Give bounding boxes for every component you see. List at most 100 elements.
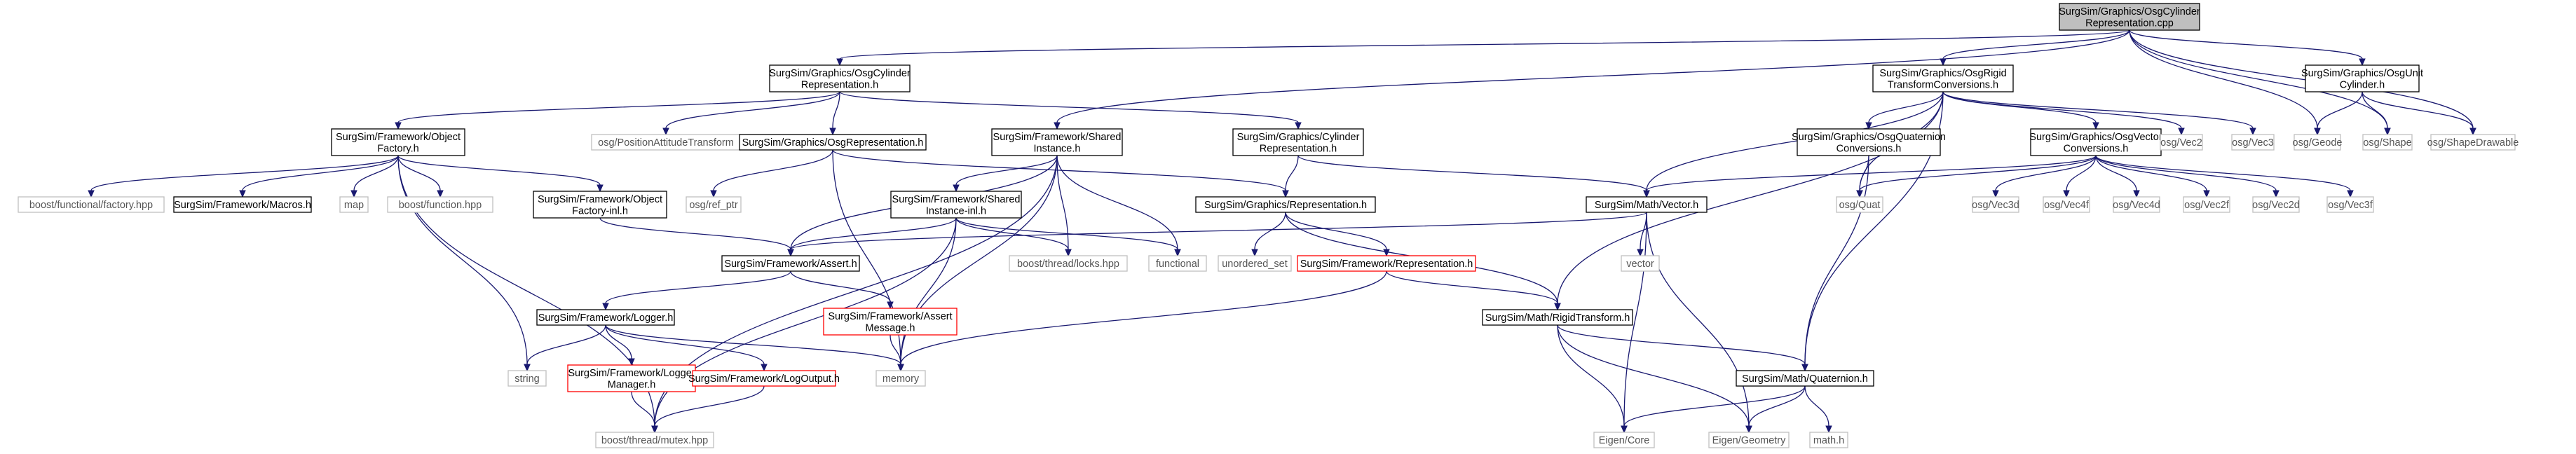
edge-line: [1386, 270, 1558, 304]
edge-arrowhead: [710, 190, 717, 198]
node-label: boost/thread/mutex.hpp: [601, 435, 708, 446]
edge-root-to-cylrep: [836, 29, 2130, 67]
node-box: [1297, 255, 1476, 272]
edge-line: [832, 91, 840, 129]
node-label: Representation.cpp: [2085, 18, 2174, 29]
node-eigencore: Eigen/Core: [1593, 432, 1655, 448]
node-osgrep[interactable]: SurgSim/Graphics/OsgRepresentation.h: [739, 134, 927, 151]
node-mathvec[interactable]: SurgSim/Math/Vector.h: [1586, 196, 1708, 213]
edge-unitcyl-to-shape: [2362, 91, 2391, 136]
node-box: [721, 255, 860, 272]
node-label: Conversions.h: [2064, 143, 2129, 154]
node-box: [1836, 196, 1883, 213]
node-fwrep[interactable]: SurgSim/Framework/Representation.h: [1297, 255, 1476, 272]
node-vec3f: osg/Vec3f: [2326, 196, 2374, 213]
node-rigidconv[interactable]: SurgSim/Graphics/OsgRigidTransformConver…: [1872, 64, 2014, 92]
edge-osgrep-to-graphrep: [832, 149, 1289, 198]
node-label: vector: [1626, 259, 1654, 270]
node-graphrep[interactable]: SurgSim/Graphics/Representation.h: [1195, 196, 1376, 213]
edge-root-to-geode: [2129, 29, 2321, 136]
node-label: SurgSim/Graphics/OsgRepresentation.h: [742, 137, 924, 149]
node-mathh: math.h: [1809, 432, 1848, 448]
node-assert[interactable]: SurgSim/Framework/Assert.h: [721, 255, 860, 272]
edge-rigidtf-to-eigencore: [1557, 324, 1628, 434]
node-label: Representation.h: [1260, 143, 1337, 154]
node-box: [1009, 255, 1128, 272]
node-functional: functional: [1148, 255, 1207, 272]
node-graphcyl[interactable]: SurgSim/Graphics/CylinderRepresentation.…: [1232, 128, 1364, 156]
edge-line: [955, 217, 1069, 250]
edge-rigidtf-to-eigengeom: [1557, 324, 1752, 434]
node-box: [2113, 196, 2160, 213]
edge-mathquat-to-mathh: [1804, 385, 1832, 434]
node-label: Instance.h: [1034, 143, 1081, 154]
node-rigidtf[interactable]: SurgSim/Math/RigidTransform.h: [1482, 309, 1633, 326]
edge-arrowhead: [1856, 190, 1863, 198]
node-root[interactable]: SurgSim/Graphics/OsgCylinderRepresentati…: [2059, 3, 2200, 31]
edge-arrowhead: [597, 184, 604, 193]
edge-arrowhead: [2133, 190, 2140, 198]
node-label: osg/Vec2f: [2184, 200, 2230, 211]
edge-line: [654, 385, 765, 427]
edge-objfactoryinl-to-assert: [599, 217, 794, 257]
edge-line: [2129, 29, 2363, 60]
node-box: [507, 370, 547, 387]
node-box: [533, 191, 667, 219]
node-logger[interactable]: SurgSim/Framework/Logger.h: [536, 309, 675, 326]
edge-line: [665, 91, 840, 129]
edge-logger-to-memory: [605, 324, 904, 372]
edge-arrowhead: [1295, 122, 1302, 130]
edge-arrowhead: [1940, 58, 1947, 67]
node-box: [18, 196, 165, 213]
node-label: string: [514, 373, 539, 385]
node-quatconv[interactable]: SurgSim/Graphics/OsgQuaternionConversion…: [1792, 128, 1946, 156]
node-box: [1621, 255, 1660, 272]
node-label: Message.h: [866, 322, 915, 333]
edge-line: [1942, 91, 2182, 129]
edge-mathquat-to-eigencore: [1621, 385, 1806, 434]
edge-line: [1995, 155, 2097, 191]
edge-arrowhead: [1054, 122, 1061, 130]
edge-line: [955, 217, 1178, 250]
node-vec4f: osg/Vec4f: [2043, 196, 2090, 213]
node-mathquat[interactable]: SurgSim/Math/Quaternion.h: [1736, 370, 1874, 387]
edge-line: [713, 149, 833, 191]
edge-rigidtf-to-mathquat: [1557, 324, 1808, 372]
node-label: SurgSim/Graphics/OsgQuaternion: [1792, 132, 1946, 143]
node-label: osg/Shape: [2363, 137, 2411, 149]
edge-arrowhead: [1554, 303, 1561, 311]
node-cylrep[interactable]: SurgSim/Graphics/OsgCylinderRepresentati…: [769, 64, 911, 92]
edge-line: [242, 155, 399, 191]
node-box: [2294, 134, 2341, 151]
edge-objfactory-to-string: [397, 155, 531, 372]
edge-vecconv-to-vec4d: [2095, 155, 2140, 198]
node-logout[interactable]: SurgSim/Framework/LogOutput.h: [688, 370, 840, 387]
edge-arrowhead: [2203, 190, 2210, 198]
edge-vecconv-to-vec3d: [1992, 155, 2097, 198]
node-label: memory: [882, 373, 920, 385]
node-box: [1195, 196, 1376, 213]
node-macros[interactable]: SurgSim/Framework/Macros.h: [173, 196, 312, 213]
edge-arrowhead: [2359, 58, 2366, 67]
edge-arrowhead: [1992, 190, 1999, 198]
edge-arrowhead: [2314, 128, 2321, 136]
edge-arrowhead: [887, 301, 894, 310]
node-label: boost/thread/locks.hpp: [1017, 259, 1119, 270]
edge-line: [1056, 29, 2130, 123]
edge-arrowhead: [350, 190, 357, 198]
edge-line: [1056, 155, 1069, 250]
edge-objfactory-to-objfactoryinl: [397, 155, 604, 193]
edge-arrowhead: [1065, 249, 1072, 257]
edge-objfactory-to-macros: [239, 155, 399, 198]
edge-arrowhead: [1865, 122, 1872, 130]
edge-line: [1297, 155, 1647, 191]
edge-line: [1942, 91, 2254, 129]
